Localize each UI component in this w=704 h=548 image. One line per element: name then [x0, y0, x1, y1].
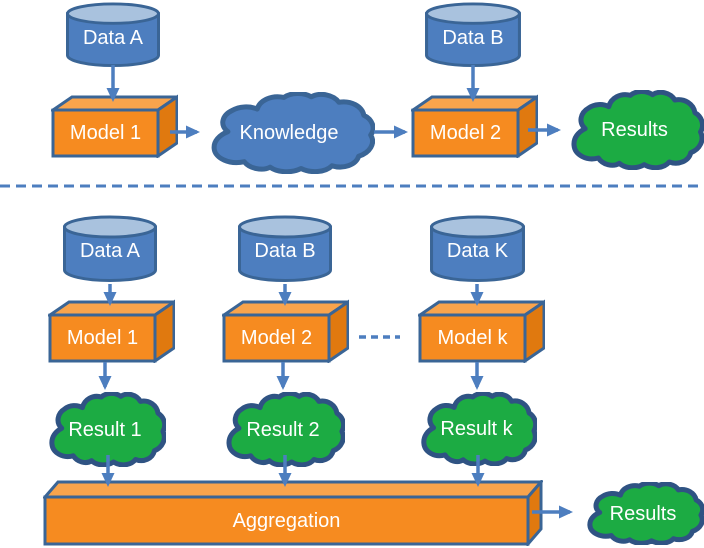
aggregation-label: Aggregation: [232, 509, 341, 532]
knowledge-label: Knowledge: [239, 122, 339, 144]
box-shape: [418, 299, 545, 363]
bottom-data-k-cylinder: Data K: [429, 215, 526, 283]
box-shape: [48, 299, 175, 363]
bottom-model-2-box: Model 2: [222, 299, 349, 363]
cloud-shape: [44, 392, 166, 467]
top-model-2-label: Model 2: [429, 122, 502, 144]
top-model-1-box: Model 1: [51, 94, 178, 158]
bottom-model-2-label: Model 2: [240, 327, 313, 349]
cylinder-shape: [66, 2, 160, 68]
cloud-shape: [565, 90, 704, 170]
result-k-label: Result k: [440, 418, 513, 440]
box-shape: [222, 299, 349, 363]
bottom-model-1-label: Model 1: [66, 327, 139, 349]
box-shape: [411, 94, 538, 158]
result-2-cloud: Result 2: [221, 392, 345, 467]
bottom-results-label: Results: [609, 502, 677, 525]
result-1-label: Result 1: [68, 418, 142, 441]
cloud-shape: [203, 92, 375, 174]
box-shape: [43, 480, 543, 546]
cylinder-shape: [430, 215, 525, 282]
bottom-data-b-label: Data B: [254, 240, 316, 262]
cloud-shape: [582, 482, 704, 545]
top-data-b-cylinder: Data B: [424, 2, 522, 68]
bottom-data-a-label: Data A: [79, 240, 141, 262]
top-results-cloud: Results: [565, 90, 704, 170]
top-data-a-cylinder: Data A: [65, 2, 161, 68]
bottom-model-k-label: Model k: [437, 327, 508, 349]
result-1-cloud: Result 1: [44, 392, 166, 467]
cylinder-shape: [425, 2, 521, 68]
cloud-shape: [416, 392, 537, 466]
bottom-data-a-cylinder: Data A: [62, 215, 158, 283]
top-data-b-label: Data B: [442, 27, 504, 49]
cloud-shape: [221, 392, 345, 467]
bottom-model-k-box: Model k: [418, 299, 545, 363]
result-2-label: Result 2: [246, 418, 320, 441]
cylinder-shape: [238, 215, 332, 282]
bottom-data-k-label: Data K: [446, 240, 509, 262]
top-results-label: Results: [601, 119, 668, 141]
result-k-cloud: Result k: [416, 392, 537, 466]
top-data-a-label: Data A: [82, 27, 144, 49]
cylinder-shape: [63, 215, 157, 282]
bottom-data-b-cylinder: Data B: [237, 215, 333, 283]
aggregation-box: Aggregation: [43, 480, 543, 546]
box-shape: [51, 94, 178, 158]
bottom-results-cloud: Results: [582, 482, 704, 545]
knowledge-cloud: Knowledge: [203, 92, 375, 174]
top-model-2-box: Model 2: [411, 94, 538, 158]
top-model-1-label: Model 1: [69, 122, 142, 144]
bottom-model-1-box: Model 1: [48, 299, 175, 363]
